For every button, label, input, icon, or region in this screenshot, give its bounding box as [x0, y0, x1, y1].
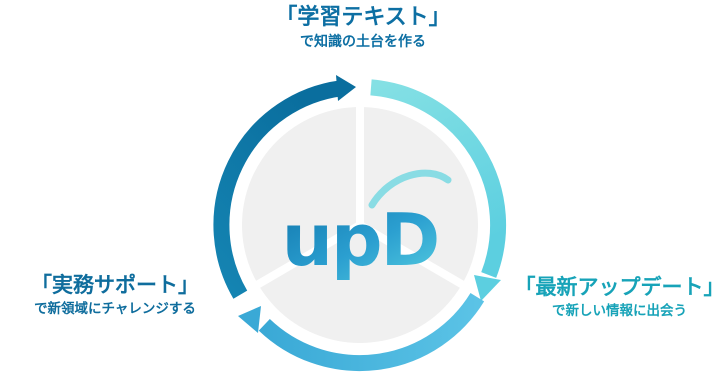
latest-update-subtitle: で新しい情報に出会う — [552, 303, 687, 320]
label-latest-update: 「最新アップデート」 で新しい情報に出会う — [512, 275, 727, 320]
arrow-head-left-arc — [336, 75, 356, 101]
separator-left — [235, 221, 363, 300]
arc-bottom — [258, 292, 485, 372]
arrow-head-right-arc — [474, 275, 501, 301]
latest-update-title: 「最新アップデート」 — [514, 275, 725, 299]
study-text-title: 「学習テキスト」 — [275, 5, 451, 30]
study-text-subtitle: で知識の土台を作る — [300, 34, 426, 51]
logo-swoosh — [368, 169, 452, 209]
practical-support-subtitle: で新領域にチャレンジする — [34, 301, 196, 318]
arrow-head-bottom-arc — [238, 306, 261, 333]
practical-support-title: 「実務サポート」 — [31, 273, 199, 297]
label-study-text: 「学習テキスト」 で知識の土台を作る — [238, 5, 488, 51]
separator-right — [357, 221, 485, 300]
logo-text: upD — [282, 198, 439, 282]
arc-right — [370, 79, 507, 278]
arc-left — [213, 80, 342, 299]
upd-logo: upD — [282, 169, 452, 282]
label-practical-support: 「実務サポート」 で新領域にチャレンジする — [0, 273, 230, 318]
